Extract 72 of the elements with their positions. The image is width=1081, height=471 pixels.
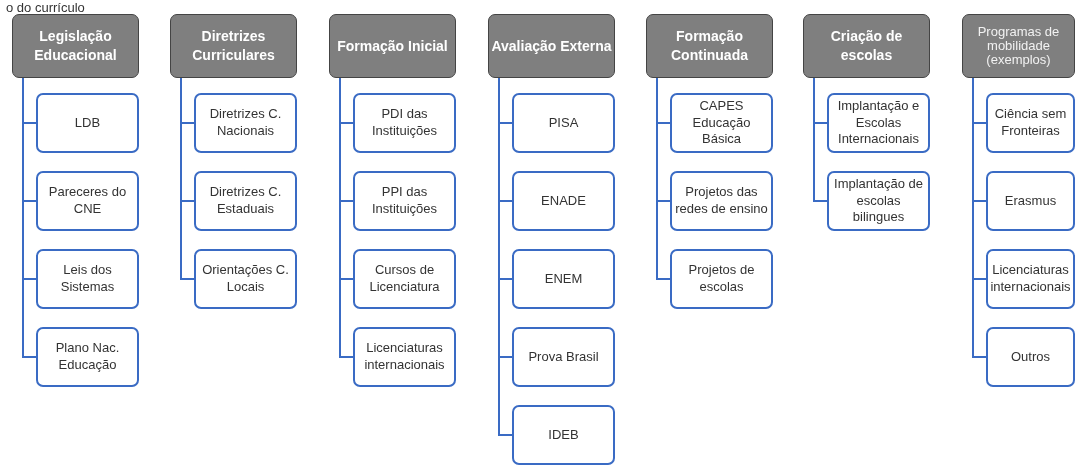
item-box xyxy=(986,171,1075,231)
item-box xyxy=(194,171,297,231)
item-box xyxy=(194,93,297,153)
connector-line xyxy=(656,77,671,280)
item-box xyxy=(353,171,456,231)
connector-line xyxy=(22,77,37,358)
category-header-box xyxy=(170,14,297,78)
title-fragment: o do currículo xyxy=(6,0,85,15)
node-label: Formação Continuada xyxy=(670,27,749,65)
item-box xyxy=(36,327,139,387)
node-label: Cursos de Licenciatura xyxy=(368,262,441,296)
item-box xyxy=(353,249,456,309)
item-box xyxy=(827,93,930,153)
node-label: Erasmus xyxy=(1003,192,1058,210)
node-label: Licenciaturas internacionais xyxy=(989,262,1072,296)
node-label: Prova Brasil xyxy=(527,348,600,366)
node-label: PDI das Instituições xyxy=(370,106,438,140)
item-box xyxy=(670,93,773,153)
item-box xyxy=(986,249,1075,309)
item-box xyxy=(512,327,615,387)
node-label: IDEB xyxy=(547,426,580,444)
node-label: Outros xyxy=(1010,348,1051,366)
node-label: Leis dos Sistemas xyxy=(59,262,116,296)
node-label: LDB xyxy=(73,114,102,132)
node-label: ENADE xyxy=(540,192,587,210)
node-label: Avaliação Externa xyxy=(490,36,613,56)
item-box xyxy=(36,249,139,309)
node-label: Diretrizes C. Nacionais xyxy=(208,106,283,140)
item-box xyxy=(986,327,1075,387)
item-box xyxy=(512,405,615,465)
node-label: Programas de mobilidade (exemplos) xyxy=(976,24,1061,68)
connector-line xyxy=(339,77,354,358)
connector-line xyxy=(498,77,513,436)
node-label: Diretrizes C. Estaduais xyxy=(208,184,283,218)
node-label: Legislação Educacional xyxy=(33,27,118,65)
category-header-box xyxy=(962,14,1075,78)
node-label: CAPES Educação Básica xyxy=(691,97,752,149)
item-box xyxy=(827,171,930,231)
node-label: Projetos das redes de ensino xyxy=(674,184,769,218)
item-box xyxy=(512,249,615,309)
node-label: Projetos de escolas xyxy=(687,262,756,296)
node-label: Diretrizes Curriculares xyxy=(191,27,276,65)
item-box xyxy=(986,93,1075,153)
node-label: PISA xyxy=(547,114,580,132)
item-box xyxy=(512,171,615,231)
item-box xyxy=(670,249,773,309)
node-label: Orientações C. Locais xyxy=(201,262,290,296)
connector-line xyxy=(813,77,828,202)
item-box xyxy=(353,93,456,153)
node-label: Implantação de escolas bilingues xyxy=(833,175,924,227)
node-label: Pareceres do CNE xyxy=(47,184,128,218)
item-box xyxy=(194,249,297,309)
item-box xyxy=(670,171,773,231)
node-label: Implantação e Escolas Internacionais xyxy=(836,97,921,149)
item-box xyxy=(512,93,615,153)
connector-line xyxy=(180,77,195,280)
category-header-box xyxy=(646,14,773,78)
category-header-box xyxy=(329,14,456,78)
node-label: ENEM xyxy=(543,270,584,288)
node-label: Ciência sem Fronteiras xyxy=(993,106,1068,140)
node-label: Licenciaturas internacionais xyxy=(363,340,446,374)
node-label: Plano Nac. Educação xyxy=(54,340,121,374)
node-label: Criação de escolas xyxy=(829,27,904,65)
connector-line xyxy=(972,77,987,358)
item-box xyxy=(36,93,139,153)
category-header-box xyxy=(803,14,930,78)
node-label: Formação Inicial xyxy=(336,36,449,56)
item-box xyxy=(36,171,139,231)
category-header-box xyxy=(12,14,139,78)
category-header-box xyxy=(488,14,615,78)
item-box xyxy=(353,327,456,387)
node-label: PPI das Instituições xyxy=(370,184,438,218)
